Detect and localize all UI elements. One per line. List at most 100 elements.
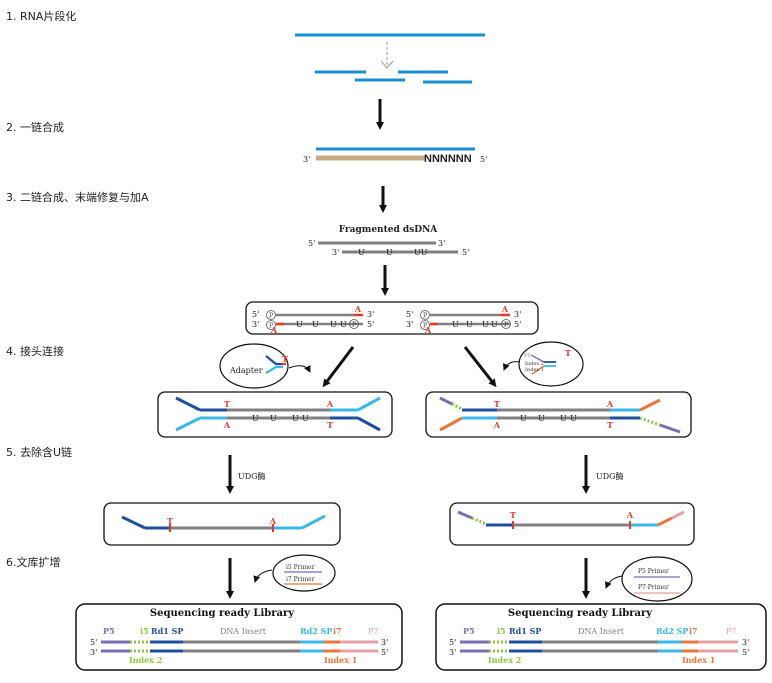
library-box bbox=[75, 603, 403, 671]
p7-strand bbox=[439, 416, 463, 432]
u-mark: U bbox=[538, 414, 545, 423]
primer-label: i5 Primer bbox=[286, 564, 315, 571]
end-label: 5' bbox=[381, 648, 388, 657]
a-label: A bbox=[626, 510, 634, 520]
primer-label: i7 Primer bbox=[286, 576, 315, 583]
flow-arrow bbox=[322, 346, 355, 388]
primer-label: P7 Primer bbox=[638, 584, 669, 591]
end-label: 5' bbox=[90, 638, 97, 647]
p5-label: P5 bbox=[103, 626, 115, 636]
a-label: A bbox=[326, 399, 334, 409]
adapter-bubble bbox=[219, 343, 289, 389]
udg-label: UDG酶 bbox=[596, 471, 624, 481]
end-repair-right: 5' 3' P P A A U U U U P 3' 5' bbox=[406, 304, 521, 335]
i5-label: i5 bbox=[497, 626, 506, 636]
adapter-strand bbox=[121, 515, 146, 530]
index1-label: Index 1 bbox=[324, 655, 357, 665]
u-mark: U bbox=[560, 414, 567, 423]
u-mark: U bbox=[452, 320, 459, 329]
end-repair-box bbox=[245, 301, 539, 335]
phosphate-label: P bbox=[423, 313, 427, 320]
adapter-strand bbox=[301, 514, 326, 530]
first-strand-synthesis: NNNNNN 3' 5' bbox=[303, 147, 487, 165]
phosphate-label: P bbox=[269, 313, 273, 320]
u-mark: U bbox=[330, 320, 337, 329]
u-mark: U bbox=[302, 414, 309, 423]
a-label: A bbox=[424, 325, 432, 335]
p5-strand bbox=[439, 396, 453, 406]
adapter-strand bbox=[175, 396, 201, 412]
adapter-label: Adapter bbox=[229, 366, 263, 375]
rna-fragmentation bbox=[295, 33, 485, 84]
end-label: 3' bbox=[367, 310, 374, 319]
phosphate-icon bbox=[501, 319, 511, 329]
library-left: Sequencing ready Library P5 i5 Rd1 SP DN… bbox=[75, 603, 403, 671]
library-right: Sequencing ready Library P5 i5 Rd1 SP DN… bbox=[435, 603, 767, 671]
primer-bubble bbox=[272, 554, 336, 592]
p7-strand bbox=[531, 365, 545, 375]
p7-strand bbox=[657, 516, 673, 527]
step-6-label: 6.文库扩增 bbox=[6, 555, 61, 569]
primer-bubble bbox=[621, 556, 693, 602]
single-strand-box-left bbox=[103, 502, 341, 546]
single-strand-right: T A bbox=[457, 510, 685, 529]
u-mark: U bbox=[296, 320, 303, 329]
index2-strand bbox=[471, 516, 487, 526]
step-3-label: 3. 二链合成、末端修复与加A bbox=[6, 190, 149, 204]
phosphate-icon bbox=[420, 310, 430, 320]
callout-arrow bbox=[288, 365, 311, 373]
index2-strand bbox=[451, 402, 463, 411]
step-2-label: 2. 一链合成 bbox=[6, 120, 64, 134]
end-label: 3' bbox=[332, 248, 339, 257]
a-label: A bbox=[223, 420, 231, 430]
ligated-box-right bbox=[425, 391, 692, 438]
index1-label: Index 1 bbox=[682, 655, 715, 665]
callout-arrow bbox=[604, 575, 623, 589]
a-label: A bbox=[606, 399, 614, 409]
library-title: Sequencing ready Library bbox=[508, 608, 653, 619]
phosphate-icon bbox=[420, 320, 430, 330]
step-4-label: 4. 接头连接 bbox=[6, 345, 64, 358]
t-label: T bbox=[510, 510, 516, 520]
callout-arrow bbox=[502, 361, 521, 371]
phosphate-label: P bbox=[504, 322, 508, 329]
u-mark: U bbox=[520, 414, 527, 423]
u-mark: U bbox=[570, 414, 577, 423]
end-label: 3' bbox=[381, 638, 388, 647]
u-mark: U bbox=[312, 320, 319, 329]
step-1-label: 1. RNA片段化 bbox=[6, 9, 76, 23]
u-mark: U bbox=[358, 248, 365, 257]
index2-strand bbox=[639, 416, 661, 427]
end-label: 5' bbox=[514, 320, 521, 329]
index2-label: Index 2 bbox=[488, 655, 521, 665]
end-label: 3' bbox=[742, 638, 749, 647]
u-mark: U bbox=[252, 414, 259, 423]
random-primer-n: NNNNNN bbox=[424, 153, 472, 165]
p7-label: P7 bbox=[726, 627, 736, 636]
rd2-label: Rd2 SP bbox=[300, 626, 332, 636]
p7-label: P7 bbox=[368, 627, 378, 636]
t-label: T bbox=[327, 420, 333, 430]
adapter-callout: Adapter T bbox=[219, 343, 311, 389]
phosphate-label: P bbox=[352, 322, 356, 329]
single-strand-box-right bbox=[449, 502, 695, 546]
end-label: 3' bbox=[449, 648, 456, 657]
primer-callout-left: i5 Primer i7 Primer bbox=[253, 554, 336, 592]
p7-strand bbox=[671, 510, 685, 520]
end-label: 3' bbox=[303, 155, 310, 164]
end-repair-left: 5' 3' P P A A U U U U P 3' 5' bbox=[252, 304, 374, 335]
end-label: 5' bbox=[462, 248, 469, 257]
end-label: 3' bbox=[90, 648, 97, 657]
ligated-product-right: T A A T U U U U bbox=[439, 396, 681, 434]
i5-label: i5 bbox=[140, 626, 149, 636]
a-label: A bbox=[493, 420, 501, 430]
u-mark: UU bbox=[414, 248, 428, 257]
u-mark: U bbox=[292, 414, 299, 423]
u-mark: U bbox=[340, 320, 347, 329]
a-label: A bbox=[354, 304, 362, 314]
i7-label: i7 bbox=[333, 626, 342, 636]
primer-callout-right: P5 Primer P7 Primer bbox=[604, 556, 693, 602]
ligated-product-left: T A A T U U U U bbox=[175, 396, 381, 432]
